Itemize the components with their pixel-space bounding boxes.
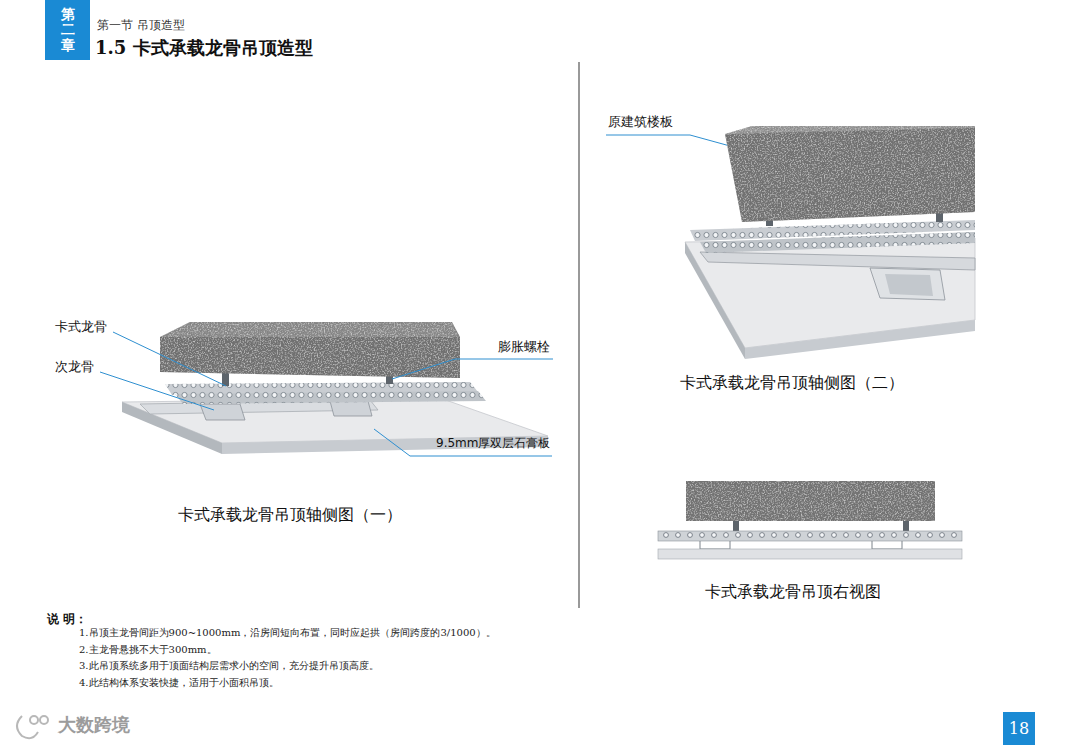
part-label: 次龙骨	[55, 359, 94, 375]
part-label: 9.5mm厚双层石膏板	[436, 436, 550, 450]
note-item: 2.主龙骨悬挑不大于300mm。	[79, 644, 217, 656]
divider-line	[578, 62, 579, 608]
note-item: 1.吊顶主龙骨间距为900~1000mm，沿房间短向布置，同时应起拱（房间跨度的…	[79, 627, 496, 639]
page-title: 1.5 卡式承载龙骨吊顶造型	[95, 37, 313, 59]
chapter-tab: 第二章	[45, 0, 90, 60]
leader-lines	[100, 135, 770, 456]
note-item: 4.此结构体系安装快捷，适用于小面积吊顶。	[79, 677, 279, 689]
watermark-logo	[17, 716, 48, 738]
axonometric-view-one	[122, 322, 548, 454]
page-number: 18	[1009, 719, 1029, 738]
page-number-box: 18	[1003, 712, 1035, 745]
figure-caption: 卡式承载龙骨吊顶轴侧图（二）	[680, 373, 904, 392]
right-view	[658, 481, 962, 559]
chapter-label: 第二章	[61, 7, 75, 53]
notes-heading: 说 明：	[47, 612, 87, 626]
figure-caption: 卡式承载龙骨吊顶轴侧图（一）	[178, 505, 402, 524]
figure-caption: 卡式承载龙骨吊顶右视图	[705, 582, 881, 601]
part-label: 膨胀螺栓	[498, 339, 550, 355]
section-heading: 第一节 吊顶造型	[97, 18, 185, 32]
note-item: 3.此吊顶系统多用于顶面结构层需求小的空间，充分提升吊顶高度。	[79, 660, 379, 672]
part-label: 原建筑楼板	[608, 114, 673, 130]
axonometric-view-two	[685, 126, 975, 359]
part-label: 卡式龙骨	[55, 319, 107, 335]
watermark: 大数跨境	[58, 714, 130, 736]
